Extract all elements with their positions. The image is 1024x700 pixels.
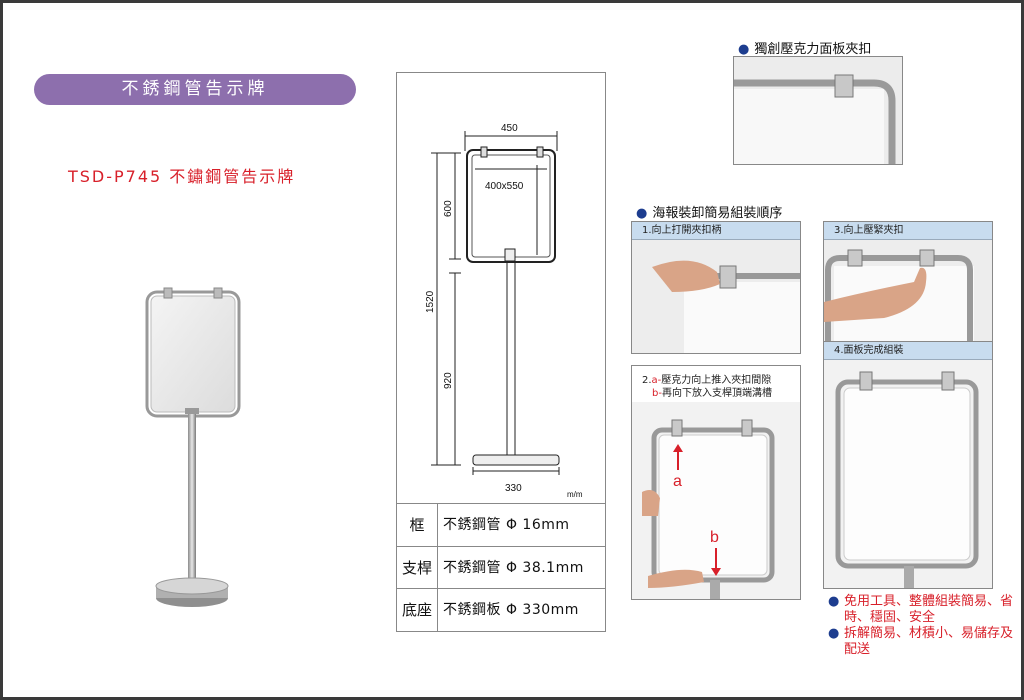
step2-label: 2.a-壓克力向上推入夾扣間隙 b-再向下放入支桿頂端溝槽 <box>642 375 772 399</box>
spec-key: 底座 <box>397 589 438 631</box>
bullet-dot-icon: ● <box>738 42 750 57</box>
spec-table: 框 不銹鋼管 Φ 16mm 支桿 不銹鋼管 Φ 38.1mm 底座 不銹鋼板 Φ… <box>396 503 606 632</box>
feature-item: ● 免用工具、整體組裝簡易、省時、穩固、安全 <box>828 594 1014 625</box>
spec-value: 不銹鋼管 Φ 38.1mm <box>443 560 584 576</box>
spec-row-base: 底座 不銹鋼板 Φ 330mm <box>397 588 605 631</box>
spec-value: 不銹鋼管 Φ 16mm <box>443 517 570 533</box>
dim-base: 330 <box>505 483 522 494</box>
step4-panel: 4.面板完成組裝 <box>823 341 993 589</box>
step1-panel: 1.向上打開夾扣柄 <box>631 221 801 354</box>
dim-unit: m/m <box>567 490 583 499</box>
spec-row-pole: 支桿 不銹鋼管 Φ 38.1mm <box>397 546 605 589</box>
page-title: 不銹鋼管告示牌 <box>34 74 356 105</box>
arrow-a-label: a <box>673 473 682 490</box>
dim-width: 450 <box>501 123 518 134</box>
step1-label: 1.向上打開夾扣柄 <box>632 222 800 240</box>
dim-frame-height: 600 <box>443 200 454 217</box>
spec-key: 框 <box>397 504 438 546</box>
step3-label: 3.向上壓緊夾扣 <box>824 222 992 240</box>
dim-inner: 400x550 <box>485 181 524 192</box>
product-model-line: TSD-P745 不鏽鋼管告示牌 <box>68 167 296 186</box>
step2-panel: 2.a-壓克力向上推入夾扣間隙 b-再向下放入支桿頂端溝槽 a b <box>631 365 801 600</box>
step4-label: 4.面板完成組裝 <box>824 342 992 360</box>
clip-drawing <box>734 57 902 164</box>
bullet-dot-icon: ● <box>636 206 648 221</box>
spec-row-frame: 框 不銹鋼管 Φ 16mm <box>397 503 605 546</box>
dimension-drawing: 450 400x550 600 1520 920 330 m/m <box>425 123 583 499</box>
feature-item: ● 拆解簡易、材積小、易儲存及配送 <box>828 626 1014 657</box>
spec-value: 不銹鋼板 Φ 330mm <box>443 602 579 618</box>
product-photo <box>145 287 241 607</box>
step3-panel: 3.向上壓緊夾扣 <box>823 221 993 343</box>
step2-drawing: a b <box>632 402 800 599</box>
step3-drawing <box>824 240 992 342</box>
assembly-title: ●海報裝卸簡易組裝順序 <box>636 206 783 221</box>
feature-list: ● 免用工具、整體組裝簡易、省時、穩固、安全 ● 拆解簡易、材積小、易儲存及配送 <box>828 594 1018 658</box>
clip-photo <box>733 56 903 165</box>
arrow-b-label: b <box>710 529 719 546</box>
bullet-dot-icon: ● <box>828 594 840 609</box>
step1-drawing <box>632 240 800 353</box>
spec-key: 支桿 <box>397 547 438 589</box>
clip-section-title: ●獨創壓克力面板夾扣 <box>738 42 872 57</box>
dim-pole-height: 920 <box>443 372 454 389</box>
dim-total-height: 1520 <box>425 290 436 313</box>
step4-drawing <box>824 360 992 588</box>
bullet-dot-icon: ● <box>828 626 840 641</box>
dimension-diagram: 450 400x550 600 1520 920 330 m/m <box>396 72 606 504</box>
